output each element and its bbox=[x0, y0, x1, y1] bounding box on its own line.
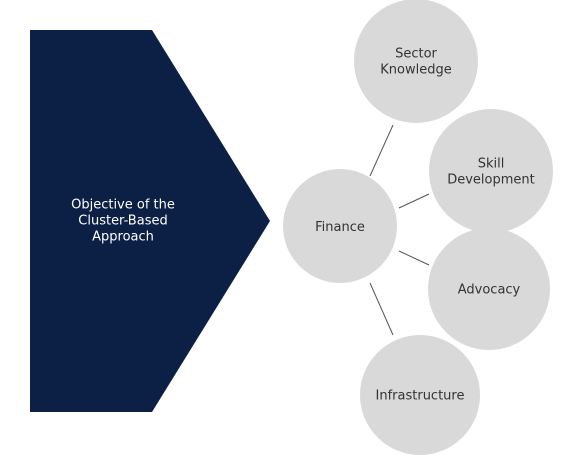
label-line: Advocacy bbox=[458, 283, 521, 298]
finance-label: Finance bbox=[315, 220, 365, 235]
label-line: Sector bbox=[395, 47, 437, 62]
connector-finance-skill-development bbox=[398, 193, 430, 209]
label-line: Cluster-Based bbox=[78, 214, 167, 229]
infrastructure-circle bbox=[360, 335, 480, 455]
finance-circle bbox=[283, 169, 397, 283]
label-line: Approach bbox=[92, 230, 154, 245]
connector-finance-infrastructure bbox=[369, 282, 394, 336]
label-line: Development bbox=[447, 173, 535, 188]
connector-finance-sector-knowledge bbox=[369, 124, 394, 177]
advocacy-circle bbox=[428, 228, 550, 350]
label-line: Infrastructure bbox=[376, 389, 465, 404]
infrastructure-label: Infrastructure bbox=[376, 389, 465, 404]
sector-knowledge-circle bbox=[354, 0, 478, 123]
skill-development-circle bbox=[429, 109, 553, 233]
connector-finance-advocacy bbox=[398, 250, 430, 266]
objective-chevron bbox=[30, 30, 270, 412]
label-line: Skill bbox=[478, 157, 505, 172]
label-line: Objective of the bbox=[71, 198, 175, 213]
label-line: Knowledge bbox=[380, 63, 451, 78]
advocacy-label: Advocacy bbox=[458, 283, 521, 298]
